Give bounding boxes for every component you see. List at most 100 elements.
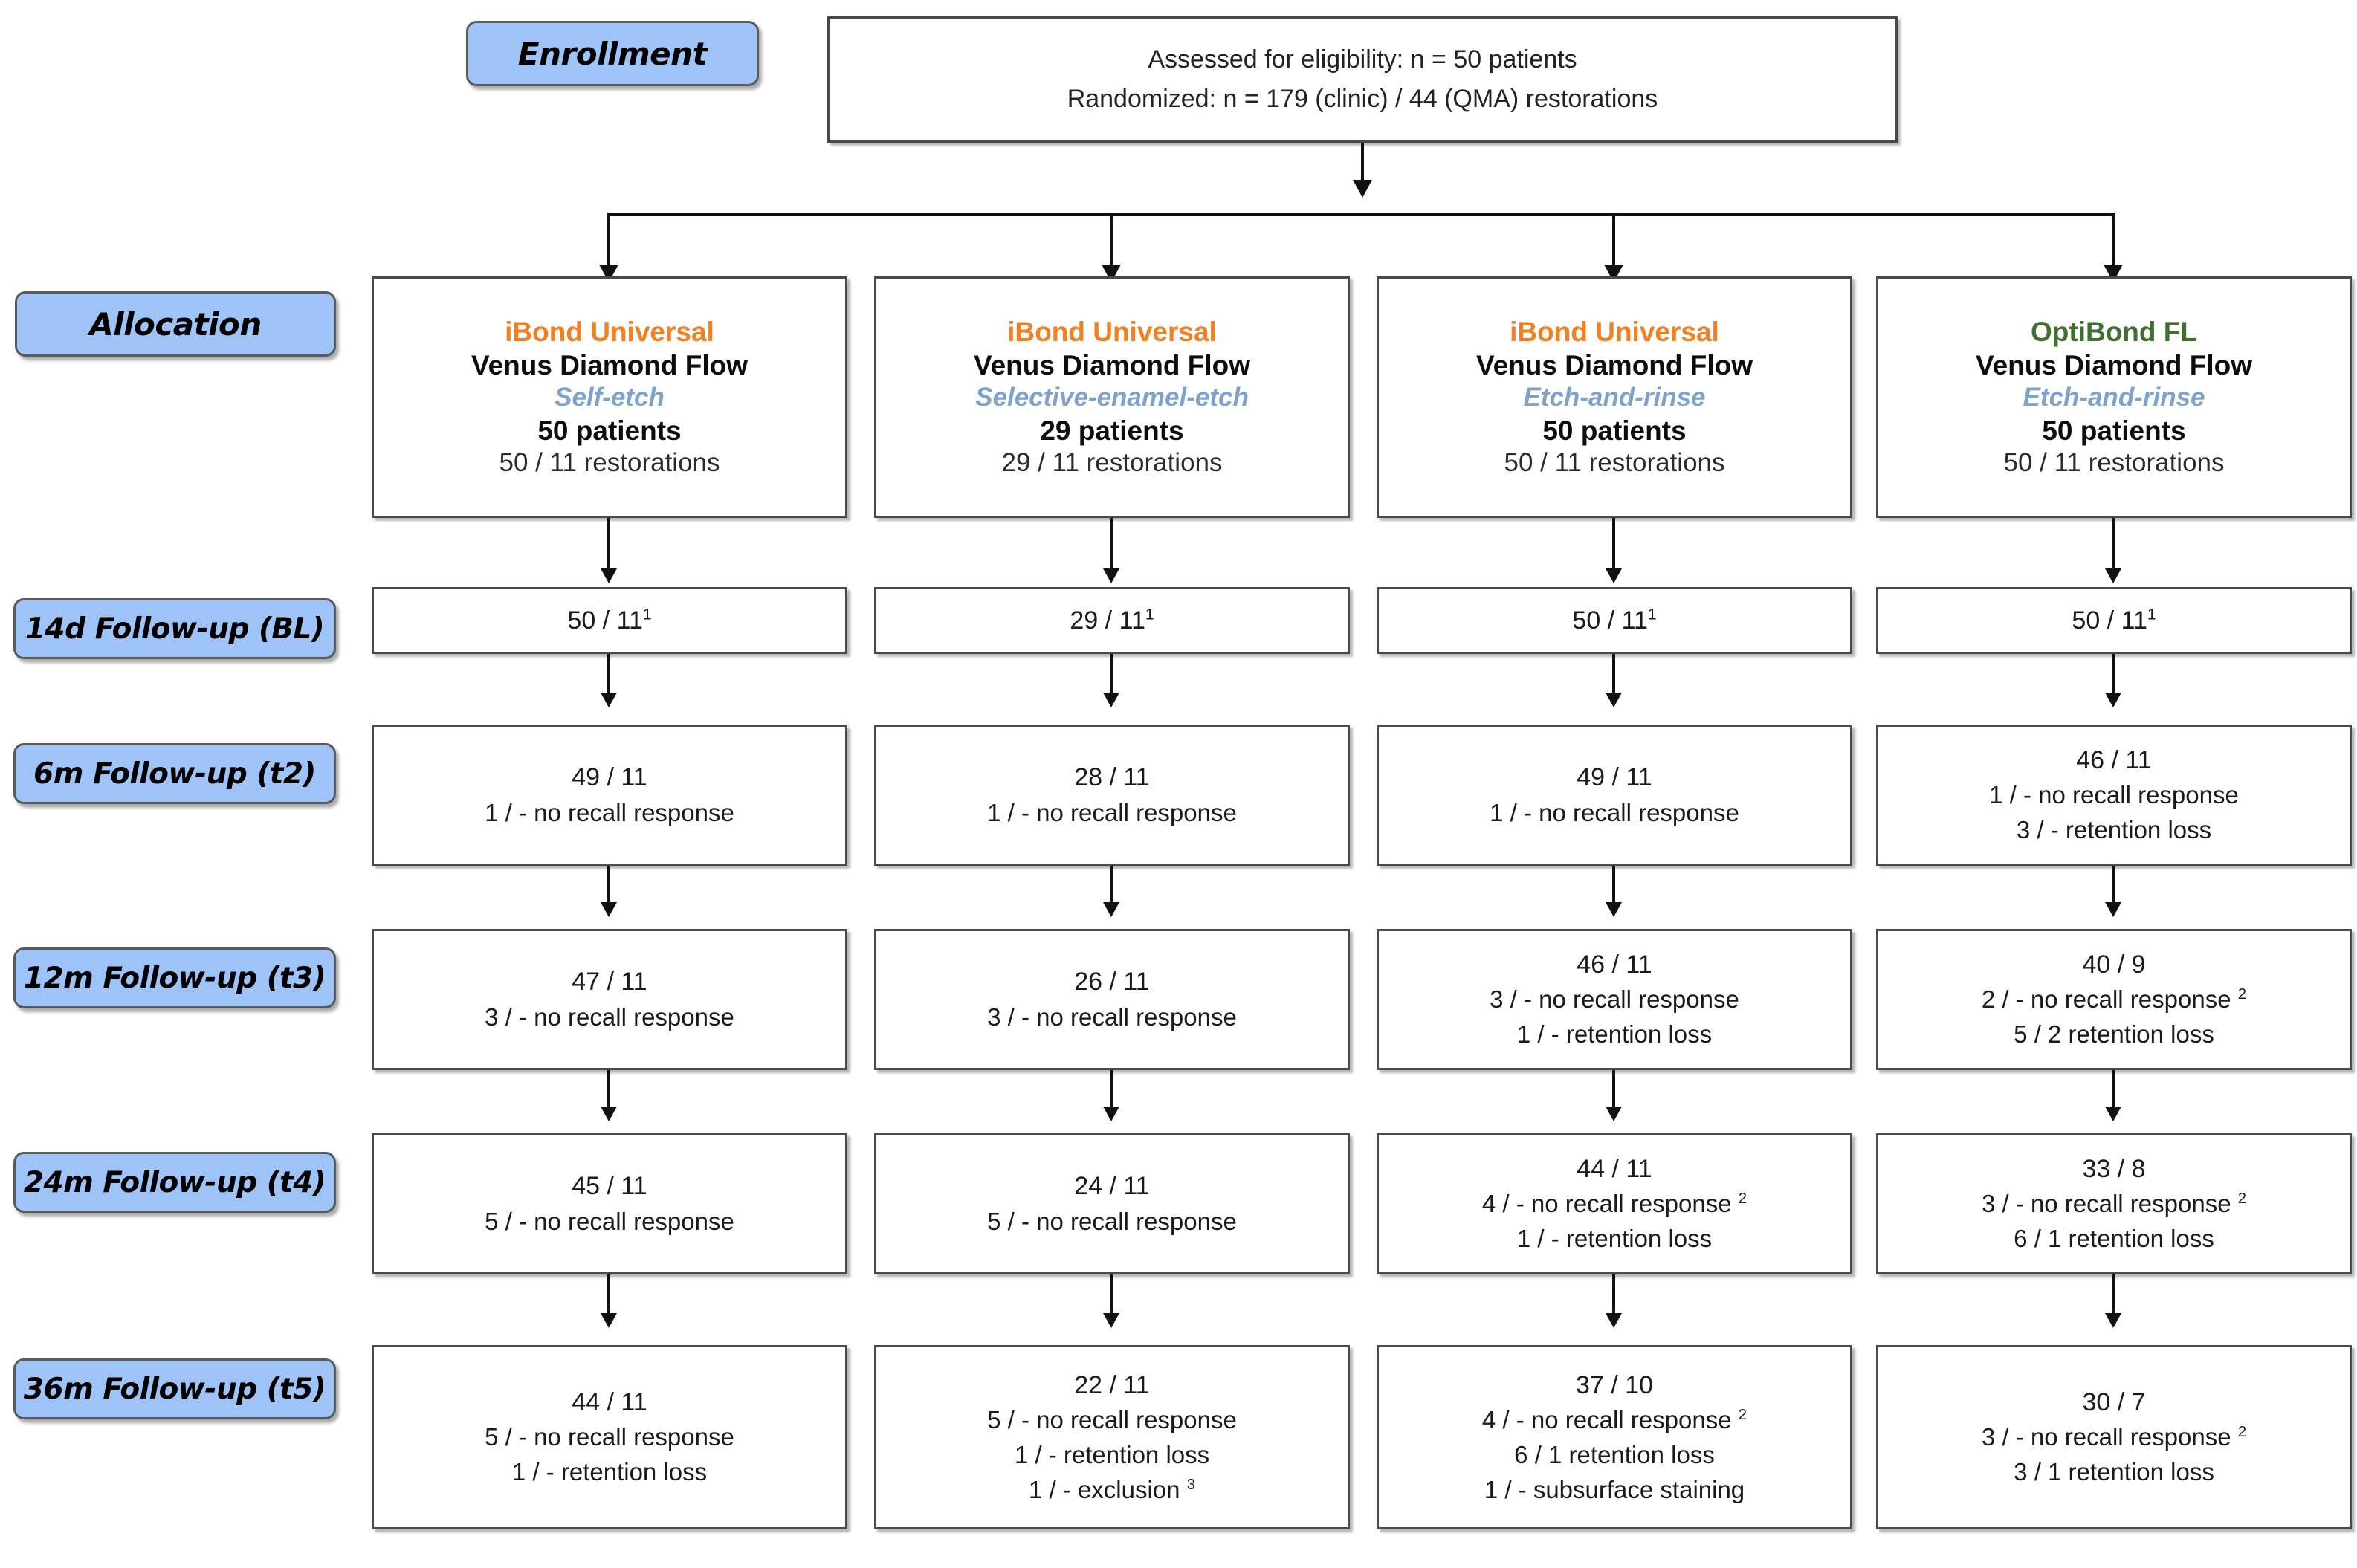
arrowhead-bl-t2-3 — [1606, 693, 1622, 707]
followup-sub-t4-3-1: 4 / - no recall response 2 — [1481, 1190, 1747, 1218]
followup-main-t5-4: 30 / 7 — [2082, 1388, 2146, 1416]
branch-drop-3 — [1612, 213, 1615, 269]
composite-name-4: Venus Diamond Flow — [1975, 350, 2253, 381]
stage-label-bl: 14d Follow-up (BL) — [25, 612, 325, 646]
followup-main-t3-4: 40 / 9 — [2082, 950, 2146, 979]
followup-sub-t2-1-1: 1 / - no recall response — [485, 798, 734, 826]
followup-sub-t2-4-2: 3 / - retention loss — [2016, 816, 2212, 844]
allocation-box-1: iBond Universal Venus Diamond Flow Self-… — [372, 276, 847, 518]
stage-label-t2: 6m Follow-up (t2) — [33, 757, 316, 791]
followup-main-t4-2: 24 / 11 — [1074, 1172, 1150, 1201]
followup-main-bl-2: 29 / 111 — [1070, 606, 1154, 635]
followup-main-bl-4: 50 / 111 — [2072, 606, 2156, 635]
followup-sub-t2-2-1: 1 / - no recall response — [987, 798, 1237, 826]
followup-box-t5-4: 30 / 7 3 / - no recall response 2 3 / 1 … — [1876, 1345, 2352, 1529]
connector-enrollment-down — [1361, 143, 1364, 181]
stage-pill-t2: 6m Follow-up (t2) — [13, 743, 336, 804]
followup-main-t5-2: 22 / 11 — [1074, 1370, 1150, 1399]
stage-label-enrollment: Enrollment — [517, 35, 708, 72]
arrowhead-t2-t3-3 — [1606, 902, 1622, 917]
followup-sub-t3-3-2: 1 / - retention loss — [1516, 1020, 1713, 1049]
patient-count-2: 29 patients — [1040, 415, 1184, 447]
adhesive-name-3: iBond Universal — [1510, 317, 1719, 348]
arrowhead-enrollment-down — [1353, 180, 1372, 198]
restoration-count-2: 29 / 11 restorations — [1001, 448, 1223, 478]
connector-t3-t4-2 — [1110, 1070, 1113, 1109]
followup-main-bl-3: 50 / 111 — [1572, 606, 1657, 635]
followup-sub-t3-2-1: 3 / - no recall response — [987, 1002, 1237, 1031]
followup-sub-t5-3-3: 1 / - subsurface staining — [1484, 1475, 1745, 1503]
connector-t2-t3-4 — [2112, 866, 2115, 904]
followup-box-t4-3: 44 / 11 4 / - no recall response 2 1 / -… — [1377, 1133, 1852, 1274]
followup-sub-t2-4-1: 1 / - no recall response — [1989, 781, 2239, 809]
composite-name-3: Venus Diamond Flow — [1475, 350, 1753, 381]
stage-label-t4: 24m Follow-up (t4) — [23, 1165, 326, 1199]
etch-mode-4: Etch-and-rinse — [2023, 383, 2205, 412]
arrowhead-t4-t5-1 — [601, 1313, 617, 1328]
followup-box-t2-1: 49 / 11 1 / - no recall response — [372, 725, 847, 866]
arrowhead-bl-t2-4 — [2105, 693, 2121, 707]
followup-box-t4-1: 45 / 11 5 / - no recall response — [372, 1133, 847, 1274]
followup-box-bl-3: 50 / 111 — [1377, 587, 1852, 654]
followup-box-bl-4: 50 / 111 — [1876, 587, 2352, 654]
followup-main-t4-3: 44 / 11 — [1577, 1155, 1652, 1183]
followup-main-t3-2: 26 / 11 — [1074, 968, 1150, 997]
connector-alloc-bl-2 — [1110, 518, 1113, 571]
stage-pill-allocation: Allocation — [15, 291, 336, 357]
branch-drop-4 — [2112, 213, 2115, 269]
followup-main-bl-1: 50 / 111 — [567, 606, 652, 635]
composite-name-1: Venus Diamond Flow — [471, 350, 749, 381]
connector-t4-t5-2 — [1110, 1274, 1113, 1315]
followup-sub-t4-3-2: 1 / - retention loss — [1516, 1225, 1713, 1253]
followup-box-t3-4: 40 / 9 2 / - no recall response 2 5 / 2 … — [1876, 929, 2352, 1070]
enrollment-line-2: Randomized: n = 179 (clinic) / 44 (QMA) … — [1067, 85, 1658, 113]
arrowhead-t3-t4-4 — [2105, 1107, 2121, 1121]
connector-bl-t2-4 — [2112, 654, 2115, 695]
arrowhead-t2-t3-4 — [2105, 902, 2121, 917]
arrowhead-alloc-bl-2 — [1103, 568, 1119, 583]
branch-drop-1 — [607, 213, 610, 269]
followup-box-t2-3: 49 / 11 1 / - no recall response — [1377, 725, 1852, 866]
allocation-box-4: OptiBond FL Venus Diamond Flow Etch-and-… — [1876, 276, 2352, 518]
followup-sub-t5-2-1: 5 / - no recall response — [987, 1405, 1237, 1433]
stage-pill-t5: 36m Follow-up (t5) — [13, 1358, 336, 1419]
followup-sub-t3-4-1: 2 / - no recall response 2 — [1981, 985, 2247, 1014]
arrowhead-bl-t2-2 — [1103, 693, 1119, 707]
arrowhead-t2-t3-2 — [1103, 902, 1119, 917]
arrowhead-t4-t5-2 — [1103, 1313, 1119, 1328]
followup-sub-t5-1-2: 1 / - retention loss — [511, 1458, 708, 1486]
arrowhead-t4-t5-4 — [2105, 1313, 2121, 1328]
stage-label-t5: 36m Follow-up (t5) — [23, 1372, 326, 1406]
followup-box-t2-2: 28 / 11 1 / - no recall response — [874, 725, 1350, 866]
followup-main-t5-1: 44 / 11 — [572, 1388, 647, 1416]
connector-t2-t3-3 — [1612, 866, 1615, 904]
followup-box-bl-1: 50 / 111 — [372, 587, 847, 654]
connector-t2-t3-1 — [607, 866, 610, 904]
followup-box-t3-3: 46 / 11 3 / - no recall response 1 / - r… — [1377, 929, 1852, 1070]
followup-main-t2-3: 49 / 11 — [1577, 763, 1652, 792]
connector-alloc-bl-1 — [607, 518, 610, 571]
followup-sub-t5-1-1: 5 / - no recall response — [485, 1423, 734, 1451]
followup-box-t5-2: 22 / 11 5 / - no recall response 1 / - r… — [874, 1345, 1350, 1529]
arrowhead-t3-t4-2 — [1103, 1107, 1119, 1121]
etch-mode-1: Self-etch — [555, 383, 665, 412]
arrowhead-alloc-bl-4 — [2105, 568, 2121, 583]
followup-sub-t5-3-2: 6 / 1 retention loss — [1514, 1440, 1715, 1468]
stage-label-t3: 12m Follow-up (t3) — [23, 961, 326, 995]
followup-sub-t3-4-2: 5 / 2 retention loss — [2014, 1020, 2214, 1049]
connector-t4-t5-3 — [1612, 1274, 1615, 1315]
connector-bl-t2-3 — [1612, 654, 1615, 695]
connector-bl-t2-2 — [1110, 654, 1113, 695]
arrowhead-t2-t3-1 — [601, 902, 617, 917]
followup-sub-t4-4-2: 6 / 1 retention loss — [2014, 1225, 2214, 1253]
arrowhead-alloc-bl-1 — [601, 568, 617, 583]
arrowhead-alloc-bl-3 — [1606, 568, 1622, 583]
stage-pill-enrollment: Enrollment — [466, 21, 759, 86]
followup-main-t4-4: 33 / 8 — [2082, 1155, 2146, 1183]
followup-box-bl-2: 29 / 111 — [874, 587, 1350, 654]
stage-pill-t3: 12m Follow-up (t3) — [13, 947, 336, 1008]
arrowhead-t3-t4-3 — [1606, 1107, 1622, 1121]
followup-sub-t5-2-2: 1 / - retention loss — [1014, 1440, 1210, 1468]
followup-box-t2-4: 46 / 11 1 / - no recall response 3 / - r… — [1876, 725, 2352, 866]
followup-sub-t5-4-1: 3 / - no recall response 2 — [1981, 1423, 2247, 1451]
